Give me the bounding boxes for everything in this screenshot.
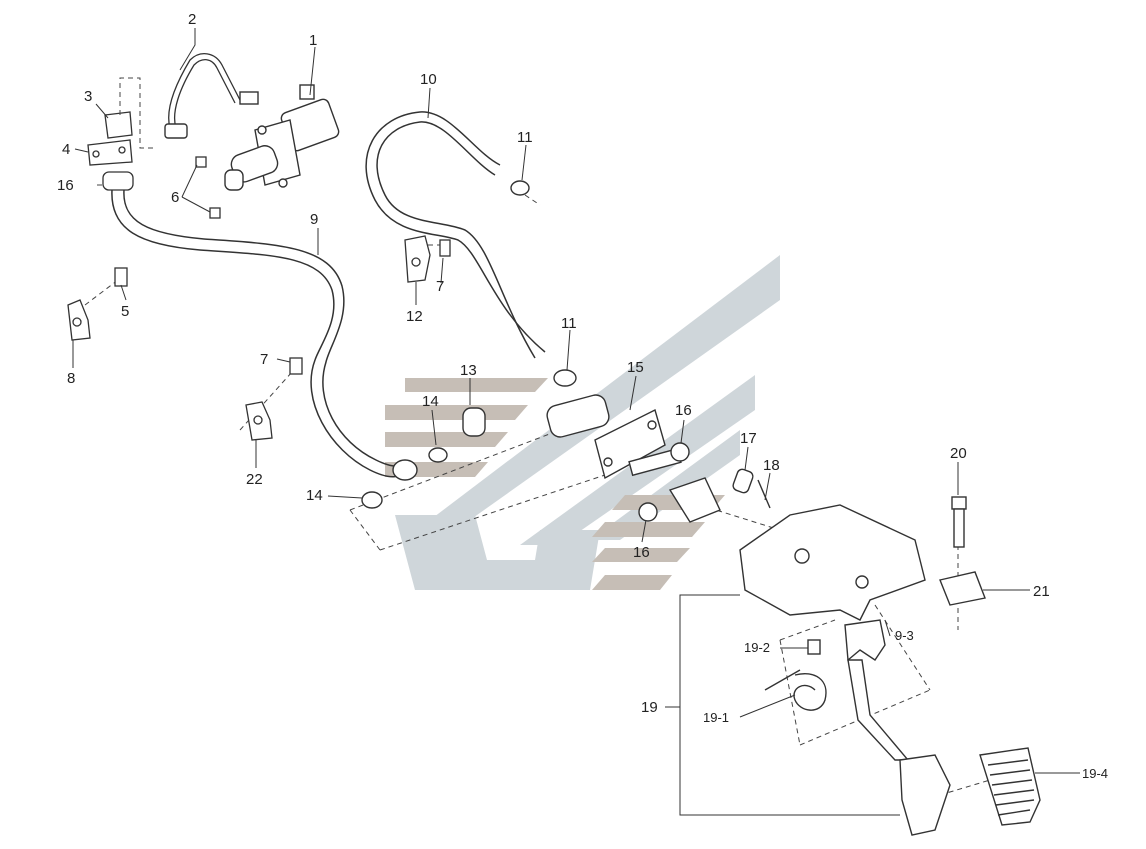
callout-5: 5: [121, 303, 129, 320]
callout-20: 20: [950, 445, 967, 462]
brackets: [67, 156, 451, 441]
master-cylinder: [361, 180, 771, 523]
callout-7-b: 7: [260, 351, 268, 368]
callout-14-a: 14: [422, 393, 439, 410]
callout-12: 12: [406, 308, 423, 325]
callout-17: 17: [740, 430, 757, 447]
callout-15: 15: [627, 359, 644, 376]
pipe-2: [168, 53, 241, 129]
callout-16-a: 16: [57, 177, 74, 194]
callout-18: 18: [763, 457, 780, 474]
callout-11-b: 11: [561, 315, 577, 332]
bracket-assembly: [87, 111, 134, 191]
callout-22: 22: [246, 471, 263, 488]
callout-19-4: 19-4: [1082, 766, 1108, 781]
callout-19: 19: [641, 699, 658, 716]
callout-4: 4: [62, 141, 70, 158]
callout-13: 13: [460, 362, 477, 379]
hose-10: [365, 111, 546, 359]
callout-9-3: 9-3: [895, 628, 914, 643]
callout-8: 8: [67, 370, 75, 387]
callout-9: 9: [310, 211, 318, 228]
callout-10: 10: [420, 71, 437, 88]
callout-1: 1: [309, 32, 317, 49]
callout-16-b: 16: [675, 402, 692, 419]
callout-16-c: 16: [633, 544, 650, 561]
callout-3: 3: [84, 88, 92, 105]
callout-11-a: 11: [517, 129, 533, 146]
pedal-assembly: [739, 496, 1041, 836]
slave-cylinder: [164, 84, 340, 191]
callout-2: 2: [188, 11, 196, 28]
hose-9: [111, 189, 413, 478]
callout-19-1: 19-1: [703, 710, 729, 725]
callout-21: 21: [1033, 583, 1050, 600]
callout-6: 6: [171, 189, 179, 206]
leader-lines: [72, 28, 1080, 816]
callout-7-a: 7: [436, 278, 444, 295]
callout-labels: 1 2 3 4 16 6 5 8 9 10 11 12 7 7 22 11 13…: [57, 11, 1108, 781]
callout-19-2: 19-2: [744, 640, 770, 655]
callout-14-b: 14: [306, 487, 323, 504]
